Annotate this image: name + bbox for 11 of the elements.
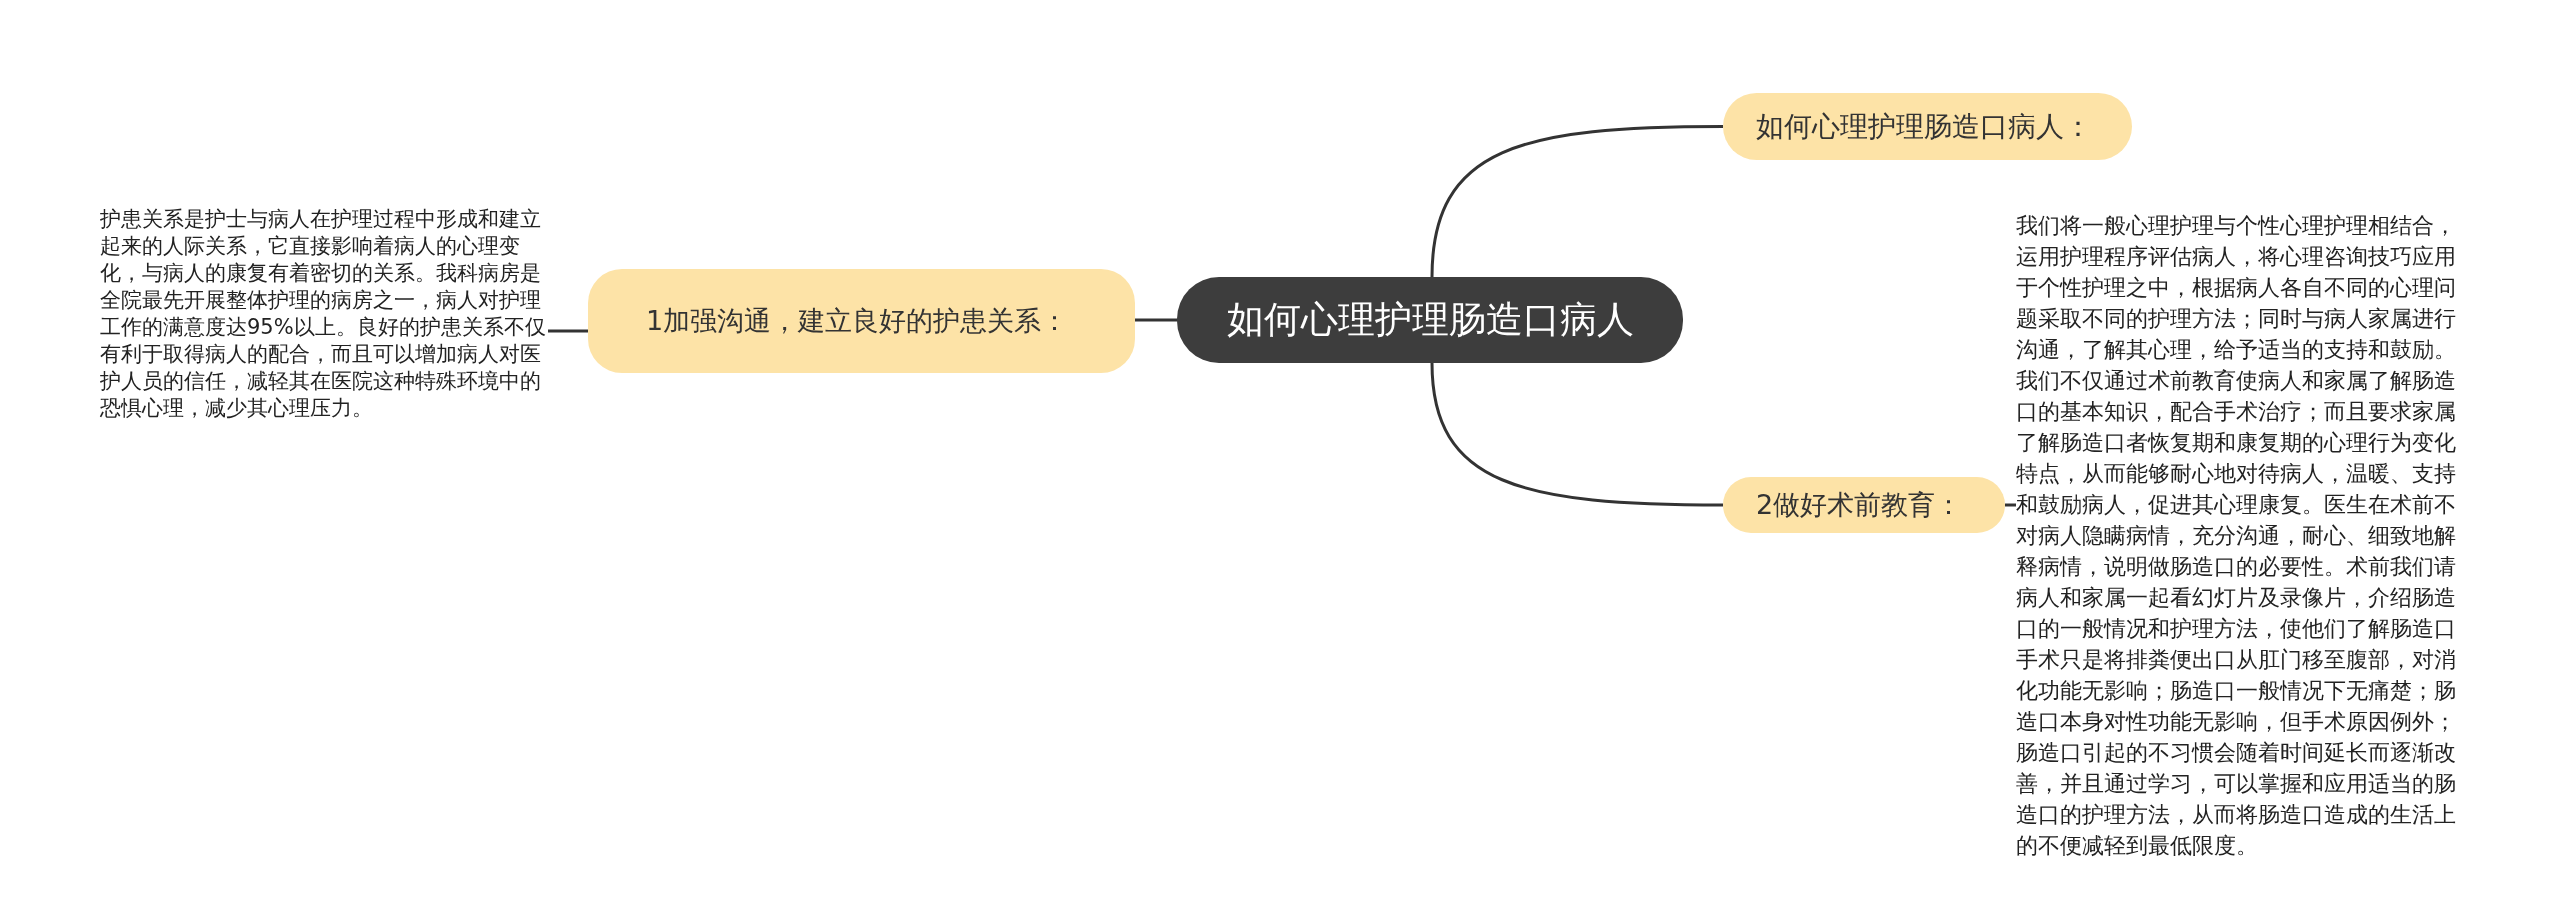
central-topic: 如何心理护理肠造口病人 [1177, 277, 1683, 363]
connector-line [548, 329, 588, 333]
connector-line [2005, 503, 2016, 507]
note-text: 我们将一般心理护理与个性心理护理相结合，运用护理程序评估病人，将心理咨询技巧应用于个性护理之中，根据病人各自不同的心理问题采取不同的护理方法；同时与病人家属进行沟通，了解其心理，给予适当的支持和鼓励。我们不仅通过术前教育使病人和家属了解肠造口的基本知识，配合手术治疗；而且要求家属了解肠造口者恢复期和康复期的心理行为变化特点，从而能够耐心地对待病人，温暖、支持和鼓励病人，促进其心理康复。医生在术前不对病人隐瞒病情，充分沟通，耐心、细致地解释病情，说明做肠造口的必要性。术前我们请病人和家属一起看幻灯片及录像片，介绍肠造口的一般情况和护理方法，使他们了解肠造口手术只是将排粪便出口从肛门移至腹部，对消化功能无影响；肠造口一般情况下无痛楚；肠造口本身对性功能无影响，但手术原因例外；肠造口引起的不习惯会随着时间延长而逐渐改善，并且通过学习，可以掌握和应用适当的肠造口的护理方法，从而将肠造口造成的生活上的不便减轻到最低限度。 [2016, 210, 2476, 861]
topic-box: 1加强沟通，建立良好的护患关系： [588, 269, 1135, 373]
connector-line [1430, 362, 1723, 507]
connector-line [1133, 318, 1177, 322]
topic-box: 如何心理护理肠造口病人： [1723, 93, 2132, 160]
connector-line [1430, 125, 1723, 278]
topic-box: 2做好术前教育： [1723, 477, 2005, 533]
note-text: 护患关系是护士与病人在护理过程中形成和建立起来的人际关系，它直接影响着病人的心理变化，与病人的康复有着密切的关系。我科病房是全院最先开展整体护理的病房之一，病人对护理工作的满意度达95%以上。良好的护患关系不仅有利于取得病人的配合，而且可以增加病人对医护人员的信任，减轻其在医院这种特殊环境中的恐惧心理，减少其心理压力。 [100, 206, 550, 428]
